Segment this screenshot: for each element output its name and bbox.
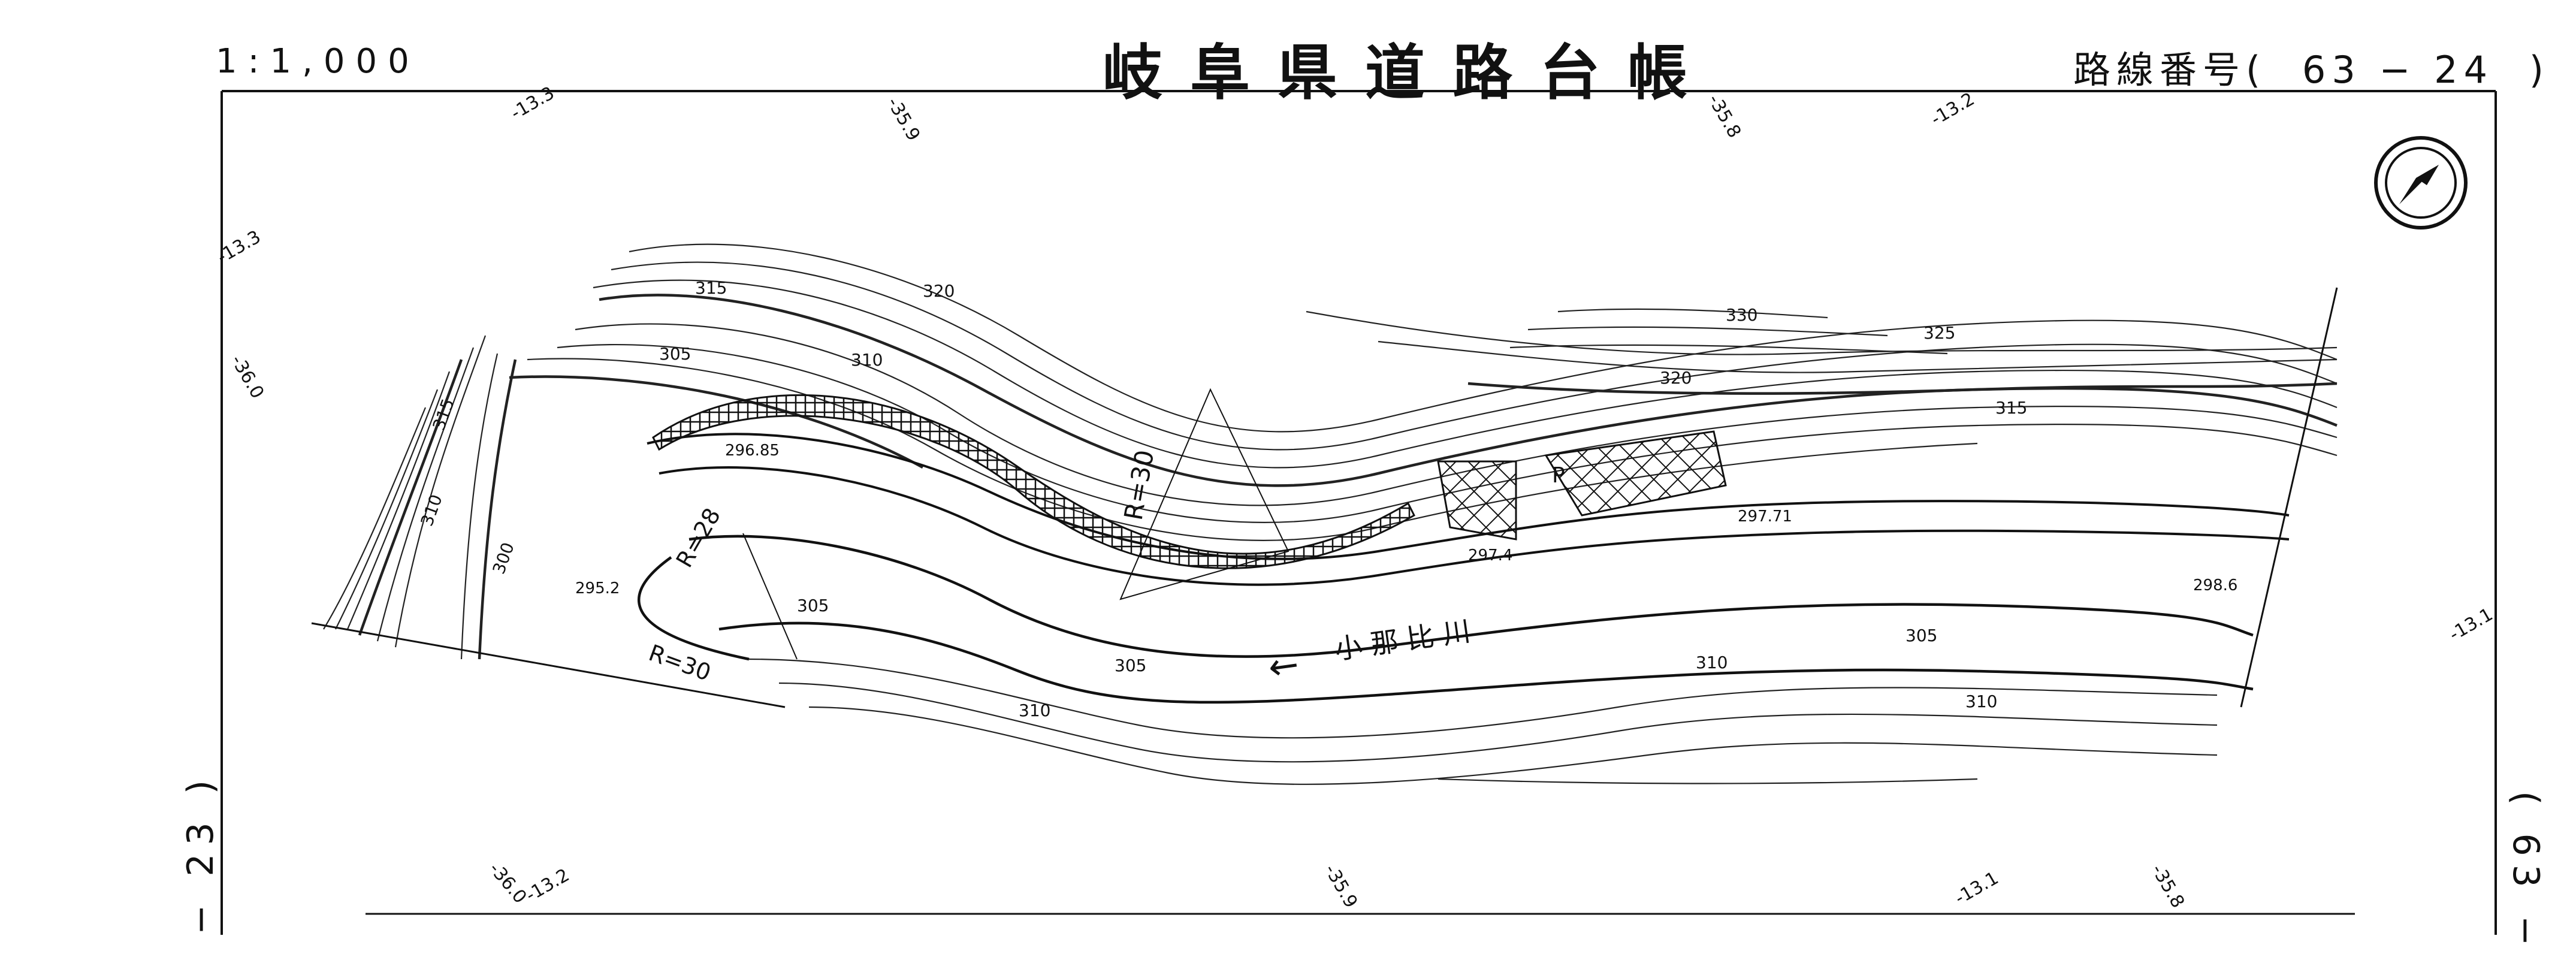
contour-lines: [509, 243, 2338, 541]
contour-label-8: 315: [1995, 398, 2027, 418]
north-arrow-icon: [2374, 136, 2468, 230]
parking-label: P: [1552, 463, 1565, 488]
river: [637, 535, 2254, 704]
coord-tick-3: -35.8: [1704, 91, 1745, 142]
contour-label-10: 305: [797, 596, 829, 615]
elev-2: 295.2: [575, 579, 620, 597]
contour-label-1: 315: [695, 278, 727, 298]
route-label: 路線番号(: [2073, 48, 2267, 92]
contour-label-16: 310: [1965, 692, 1997, 711]
structures: [1437, 430, 1727, 541]
contour-label-5: 330: [1726, 305, 1757, 325]
elev-1: 296.85: [725, 442, 780, 460]
page-title: 岐阜県道路台帳: [1103, 38, 1715, 108]
sheet-frame: [221, 90, 2497, 935]
contour-label-14: 310: [1019, 701, 1050, 720]
contour-label-12: 305: [1905, 626, 1937, 645]
contour-label-13: 310: [1696, 653, 1728, 672]
coord-tick-1: -13.3: [508, 83, 558, 124]
route-value: 63 − 24: [2302, 48, 2494, 92]
contour-label-15: 305: [1115, 656, 1146, 675]
river-arrow: ←: [1266, 644, 1301, 689]
contour-lines-south: [748, 658, 2218, 785]
route-close: ): [2529, 48, 2550, 92]
map-labels: 小 那 比 川 ← P R=30 R=28 R=30 296.85 295.2 …: [214, 83, 2497, 911]
contour-lines-west: [323, 335, 517, 660]
slope-boundary: [311, 287, 2338, 708]
coord-tick-12: -35.8: [2147, 861, 2188, 912]
coord-tick-7: -13.1: [2446, 604, 2497, 645]
contour-label-2: 320: [923, 281, 955, 301]
contour-label-3: 305: [659, 344, 691, 364]
contour-label-9: 310: [417, 492, 446, 529]
contour-label-6: 325: [1923, 323, 1955, 343]
coord-tick-10: -35.9: [1320, 861, 1361, 912]
coord-tick-2: -35.9: [883, 94, 924, 145]
coord-tick-8: -36.0: [485, 859, 531, 908]
curve-lines: [742, 388, 1289, 660]
contour-label-11: 300: [489, 540, 518, 577]
coord-tick-9: -13.2: [523, 865, 573, 906]
coord-tick-11: -13.1: [1952, 868, 2003, 909]
contour-label-7: 320: [1660, 368, 1692, 388]
retaining-wall: [652, 394, 1415, 569]
coord-tick-4: -13.2: [1928, 89, 1979, 130]
road: [647, 433, 2290, 586]
route-number: 路線番号( 63 − 24 ): [2073, 40, 2550, 93]
map-scale: 1:1,000: [216, 42, 420, 81]
elev-4: 297.71: [1738, 508, 1792, 526]
elev-5: 298.6: [2193, 576, 2237, 594]
river-label: 小 那 比 川: [1333, 615, 1472, 666]
coord-tick-6: -36.0: [227, 352, 268, 403]
elev-3: 297.4: [1468, 547, 1512, 564]
contour-label-4: 310: [851, 350, 883, 370]
